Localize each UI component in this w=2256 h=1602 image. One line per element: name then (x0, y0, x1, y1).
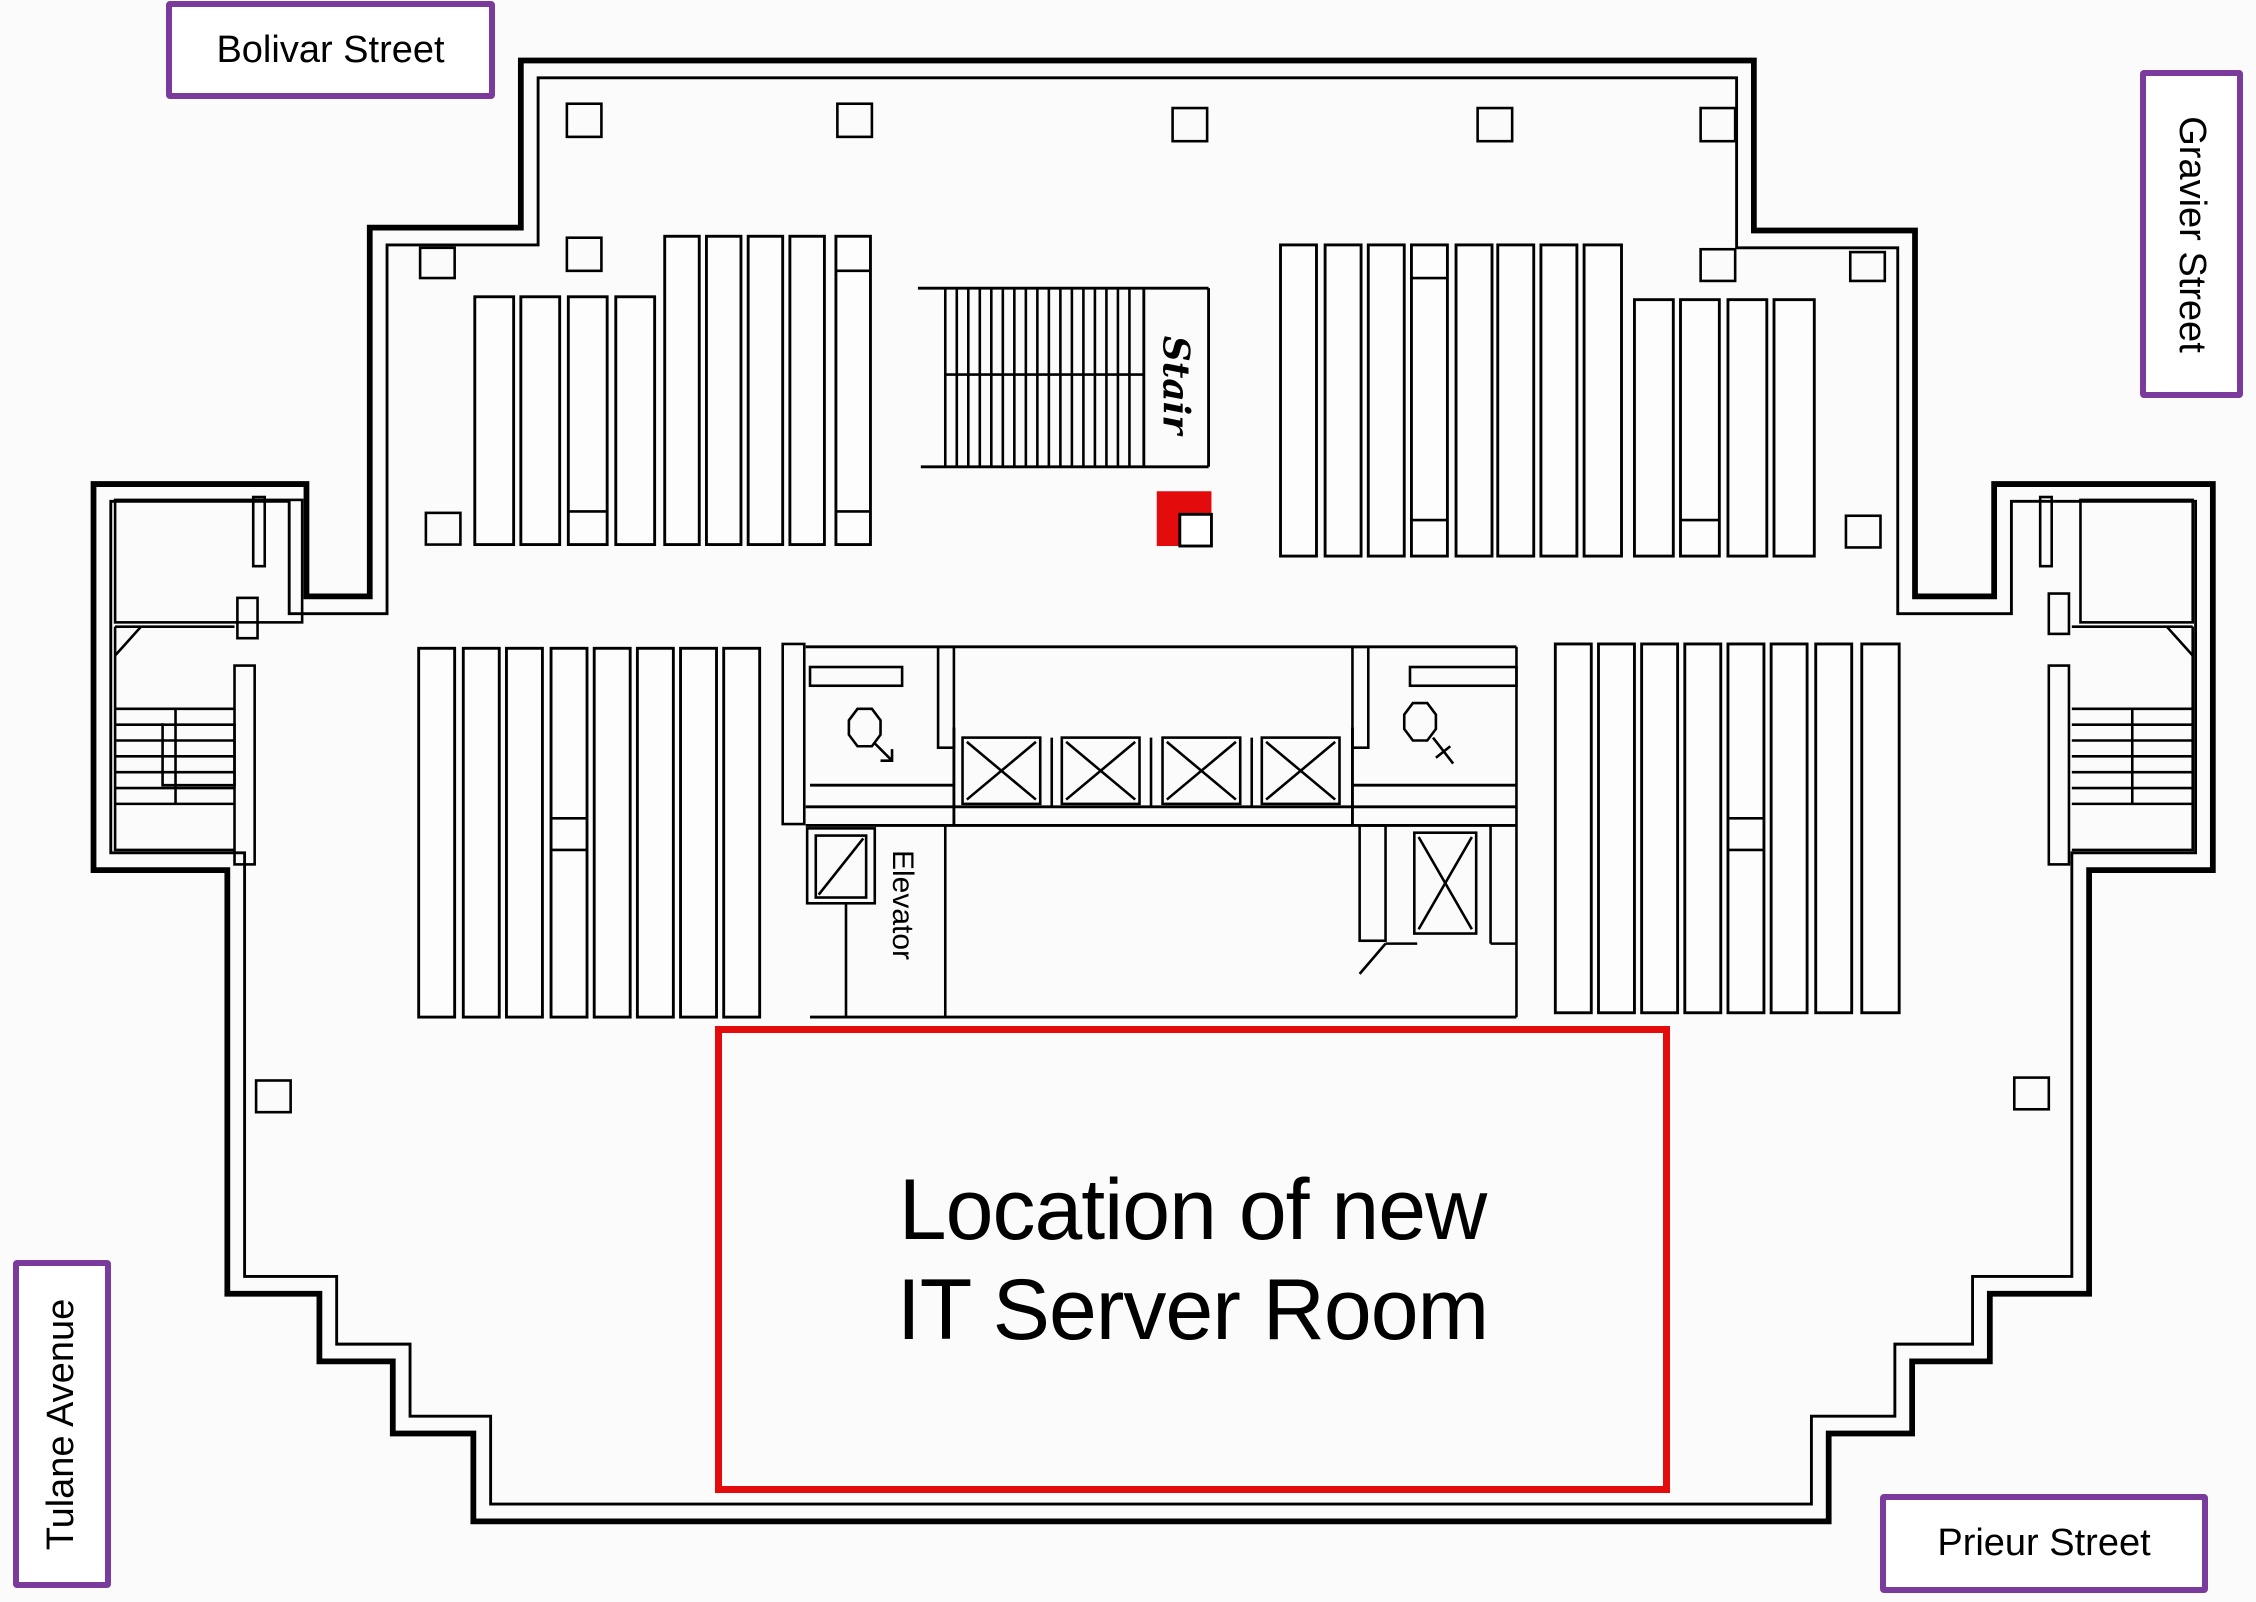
street-name: Tulane Avenue (40, 1298, 83, 1550)
street-label-east: Gravier Street (2140, 70, 2243, 398)
stair-label: Stair (1145, 330, 1205, 440)
freight-elevator (1358, 646, 1518, 1018)
shelves-bottom-right (1553, 642, 1901, 1015)
street-name: Prieur Street (1937, 1522, 2151, 1564)
central-stair (917, 286, 1211, 469)
left-wing-stair (113, 495, 304, 866)
elevator-text: Elevator (886, 849, 919, 961)
women-restroom-icon (1402, 701, 1455, 765)
men-restroom-icon (847, 707, 894, 762)
right-wing-stair (2038, 495, 2194, 866)
street-label-west: Tulane Avenue (13, 1260, 111, 1588)
shelves-top-left (473, 234, 872, 547)
stair-text: Stair (1154, 335, 1197, 435)
elevator-label: Elevator (872, 845, 932, 965)
street-label-north: Bolivar Street (166, 1, 495, 99)
it-server-room-highlight: Location of new IT Server Room (715, 1026, 1670, 1493)
shelves-top-right (1279, 243, 1816, 558)
shelves-bottom-left (417, 646, 762, 1019)
outer-wall (90, 57, 2216, 1525)
street-label-south: Prieur Street (1880, 1494, 2208, 1593)
elevator-icon (805, 825, 947, 1018)
location-marker-icon (1156, 491, 1213, 548)
highlight-line-2: IT Server Room (896, 1261, 1489, 1358)
elevator-bank (961, 736, 1341, 807)
columns (254, 102, 2051, 1114)
street-name: Bolivar Street (216, 28, 445, 71)
building-core (781, 642, 1518, 1019)
street-name: Gravier Street (2171, 115, 2213, 353)
highlight-line-1: Location of new (898, 1161, 1487, 1258)
